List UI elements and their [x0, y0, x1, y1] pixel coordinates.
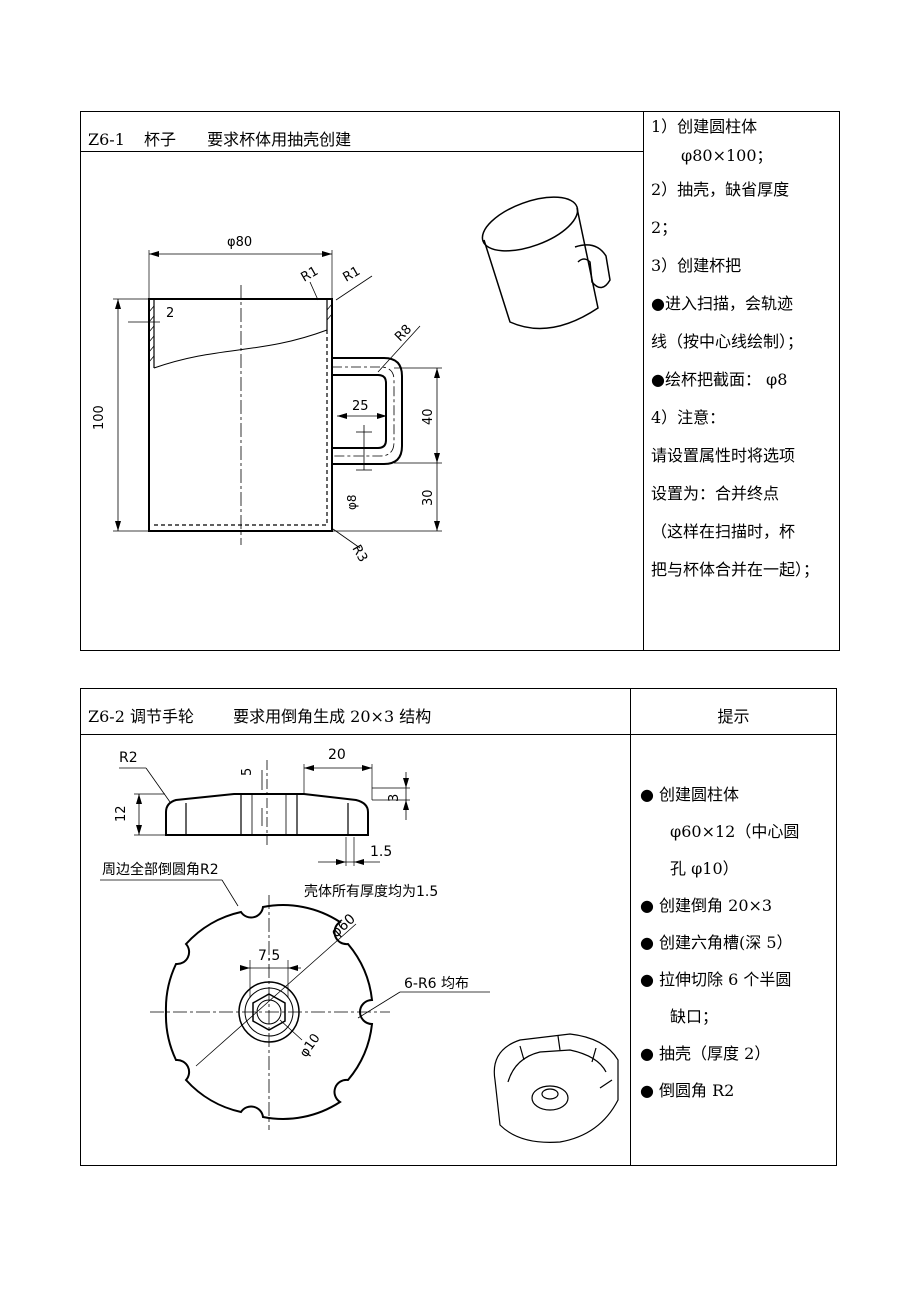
- z6-2-requirement: 要求用倒角生成 20×3 结构: [233, 707, 432, 726]
- step-3a2: 线（按中心线绘制）；: [651, 332, 804, 351]
- z6-2-hints: ● 创建圆柱体 φ60×12（中心圆 孔 φ10） ● 创建倒角 20×3 ● …: [640, 776, 836, 1109]
- step-4c: （这样在扫描时，杯: [651, 522, 796, 541]
- step-2: 2）抽壳，缺省厚度: [651, 180, 790, 199]
- hint-6: ● 倒圆角 R2: [640, 1081, 735, 1100]
- step-3a: ●进入扫描，会轨迹: [651, 294, 793, 313]
- step-3b: ●绘杯把截面： φ8: [651, 370, 788, 389]
- dim-phi8: φ8: [345, 494, 359, 510]
- dim-7-5: 7.5: [258, 948, 280, 964]
- dim-r1-right: R1: [341, 264, 363, 286]
- cup-body-outline: [148, 298, 333, 532]
- z6-1-name: 杯子: [143, 130, 176, 149]
- dim-r1-left: R1: [299, 264, 321, 286]
- z6-2-name: 调节手轮: [129, 707, 194, 726]
- table-z6-2: [80, 688, 837, 1166]
- z6-2-id: Z6-2: [88, 707, 125, 726]
- handwheel-3d-view: [493, 1033, 619, 1143]
- dim-5: 5: [240, 768, 255, 776]
- step-1b: φ80×100；: [681, 146, 773, 165]
- z6-1-steps: 1）创建圆柱体 φ80×100； 2）抽壳，缺省厚度 2； 3）创建杯把 ●进入…: [651, 113, 839, 589]
- step-4a: 请设置属性时将选项: [651, 446, 796, 465]
- z6-2-title: Z6-2 调节手轮 要求用倒角生成 20×3 结构: [88, 703, 431, 727]
- table-z6-2-header-line: [80, 734, 837, 735]
- table-z6-1: [80, 111, 840, 651]
- table-z6-1-divider: [643, 111, 644, 651]
- dim-20: 20: [328, 747, 346, 763]
- dim-25: 25: [352, 399, 369, 414]
- z6-1-title: Z6-1 杯子 要求杯体用抽壳创建: [88, 126, 351, 150]
- note-fillet: 周边全部倒圆角R2: [102, 861, 219, 878]
- hint-title: 提示: [717, 707, 750, 726]
- hint-1c: 孔 φ10）: [670, 859, 739, 878]
- dim-wall-2: 2: [166, 306, 174, 321]
- z6-1-id: Z6-1: [88, 130, 125, 149]
- dim-r3: R3: [349, 543, 371, 565]
- dim-phi80: φ80: [227, 235, 252, 250]
- dim-phi60: φ60: [328, 911, 359, 941]
- z6-1-requirement: 要求杯体用抽壳创建: [207, 130, 352, 149]
- hint-5: ● 抽壳（厚度 2）: [640, 1044, 771, 1063]
- step-4d: 把与杯体合并在一起）；: [651, 560, 820, 579]
- dim-12: 12: [114, 805, 129, 822]
- cup-3d-view: [481, 196, 611, 330]
- hint-1b: φ60×12（中心圆: [670, 822, 800, 841]
- hint-4: ● 拉伸切除 6 个半圆: [640, 970, 792, 989]
- handwheel-drawing: R2 20 5 3 12 1.5 周边全部倒圆角R2 壳体所有厚度均为1.5 φ…: [100, 747, 619, 1143]
- table-z6-2-divider: [630, 688, 631, 1166]
- dim-r2: R2: [119, 750, 138, 766]
- step-1: 1）创建圆柱体: [651, 117, 758, 136]
- dim-40: 40: [421, 408, 436, 425]
- dim-phi10: φ10: [297, 1031, 324, 1060]
- dim-100: 100: [92, 405, 107, 430]
- dim-30: 30: [421, 489, 436, 506]
- note-shell: 壳体所有厚度均为1.5: [304, 883, 438, 900]
- table-z6-1-header-line: [80, 151, 643, 152]
- hint-1: ● 创建圆柱体: [640, 785, 740, 804]
- cup-drawing: φ80 100 2 R1 R1 R8 25 40 30 φ8 R3: [92, 196, 611, 565]
- dim-6r6: 6-R6 均布: [404, 976, 469, 992]
- step-4: 4）注意：: [651, 408, 726, 427]
- dim-r8: R8: [392, 322, 415, 345]
- hint-4b: 缺口；: [670, 1007, 719, 1026]
- hint-2: ● 创建倒角 20×3: [640, 896, 773, 915]
- step-4b: 设置为：合并终点: [651, 484, 780, 503]
- hint-3: ● 创建六角槽(深 5）: [640, 933, 793, 952]
- dim-1-5: 1.5: [370, 844, 392, 860]
- step-2b: 2；: [651, 218, 678, 237]
- dim-3: 3: [387, 794, 402, 802]
- step-3: 3）创建杯把: [651, 256, 742, 275]
